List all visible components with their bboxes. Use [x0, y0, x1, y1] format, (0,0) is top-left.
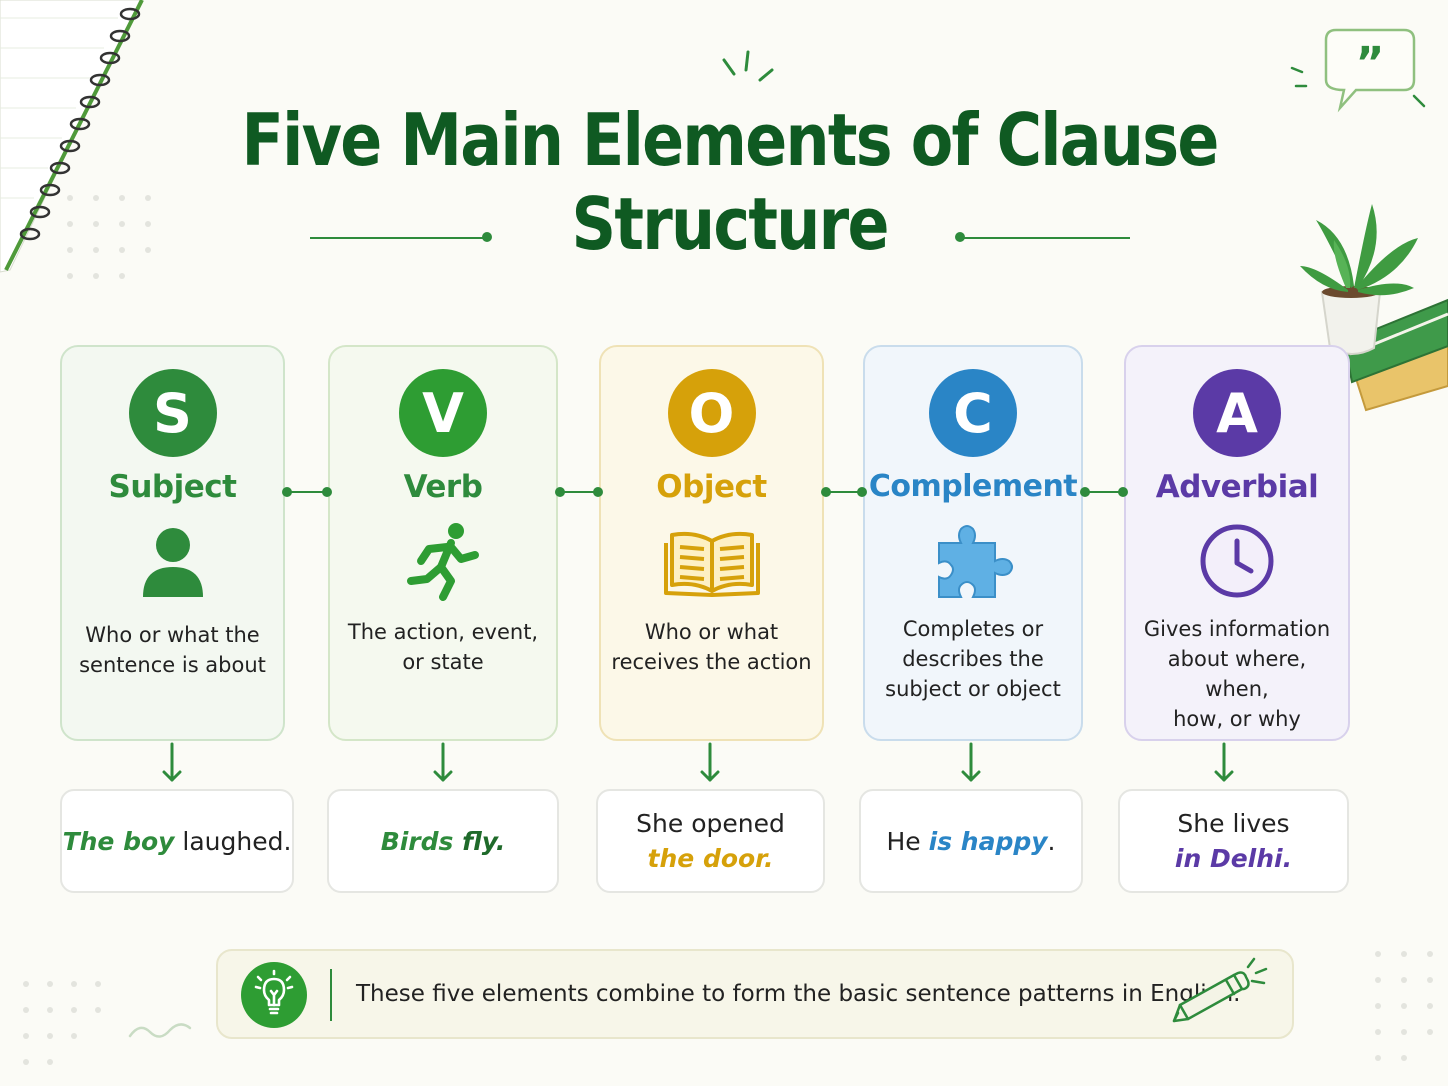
- badge-complement: C: [929, 369, 1017, 457]
- connector-1-dot-left: [282, 487, 292, 497]
- connector-3: [826, 491, 862, 493]
- card-verb: V Verb The action, event, or state: [328, 345, 558, 741]
- plant-and-books-decoration: [1300, 204, 1448, 412]
- example-complement: He is happy.: [859, 789, 1083, 893]
- example-adverbial: She lives in Delhi.: [1118, 789, 1349, 893]
- card-desc-adverbial: Gives information about where, when, how…: [1143, 617, 1331, 731]
- connector-3-dot-left: [821, 487, 831, 497]
- example-object: She opened the door.: [596, 789, 825, 893]
- title-underline-left: [310, 237, 486, 239]
- example-verb: Birds fly.: [327, 789, 559, 893]
- note-divider: [330, 969, 332, 1021]
- arrow-down-icon: [433, 742, 453, 782]
- open-book-icon: [663, 531, 760, 597]
- arrow-down-icon: [961, 742, 981, 782]
- notebook-decoration: [0, 0, 144, 273]
- badge-verb: V: [399, 369, 487, 457]
- card-adverbial: A Adverbial Gives information about wher…: [1124, 345, 1350, 741]
- sparkle-decoration: [722, 50, 774, 82]
- card-subject: S Subject Who or what the sentence is ab…: [60, 345, 285, 741]
- connector-2: [560, 491, 598, 493]
- card-desc-subject: Who or what the sentence is about: [79, 623, 266, 677]
- badge-subject: S: [128, 369, 217, 457]
- note-text: These five elements combine to form the …: [356, 981, 1241, 1007]
- connector-3-dot-right: [857, 487, 867, 497]
- pencil-icon: [1172, 957, 1268, 1023]
- badge-adverbial: A: [1193, 369, 1281, 457]
- card-name-adverbial: Adverbial: [1155, 469, 1319, 505]
- connector-4-dot-left: [1080, 487, 1090, 497]
- dot-pattern-decoration: [1375, 951, 1433, 1061]
- card-name-subject: Subject: [108, 469, 237, 505]
- connector-2-dot-right: [593, 487, 603, 497]
- card-desc-verb: The action, event, or state: [347, 620, 539, 674]
- card-name-complement: Complement: [868, 469, 1078, 504]
- card-name-verb: Verb: [403, 469, 483, 505]
- dot-pattern-decoration: [23, 981, 101, 1065]
- lightbulb-icon: [241, 962, 307, 1028]
- connector-1-dot-right: [322, 487, 332, 497]
- card-desc-object: Who or what receives the action: [611, 620, 812, 674]
- person-icon: [142, 528, 203, 597]
- clock-icon: [1200, 524, 1274, 598]
- card-name-object: Object: [656, 469, 767, 505]
- card-desc-complement: Completes or describes the subject or ob…: [885, 617, 1061, 701]
- page-title: Five Main Elements of Clause Structure: [241, 98, 1220, 266]
- badge-object: O: [667, 369, 756, 457]
- svg-text:”: ”: [1356, 38, 1385, 89]
- puzzle-piece-icon: [938, 525, 1013, 598]
- arrow-down-icon: [162, 742, 182, 782]
- arrow-down-icon: [1214, 742, 1234, 782]
- connector-4-dot-right: [1118, 487, 1128, 497]
- connector-2-dot-left: [555, 487, 565, 497]
- title-underline-right: [962, 237, 1130, 239]
- title-underline-left-dot: [482, 232, 492, 242]
- quote-bubble-icon: ”: [1290, 28, 1426, 113]
- card-object: O Object Who or what receives the action: [599, 345, 824, 741]
- summary-note: These five elements combine to form the …: [216, 949, 1294, 1039]
- title-underline-right-dot: [955, 232, 965, 242]
- squiggle-decoration: [128, 1023, 192, 1038]
- arrow-down-icon: [700, 742, 720, 782]
- example-subject: The boy laughed.: [60, 789, 294, 893]
- dot-pattern-decoration: [67, 195, 151, 279]
- connector-4: [1085, 491, 1123, 493]
- running-person-icon: [407, 523, 479, 601]
- connector-1: [287, 491, 327, 493]
- card-complement: C Complement Completes or describes the …: [863, 345, 1083, 741]
